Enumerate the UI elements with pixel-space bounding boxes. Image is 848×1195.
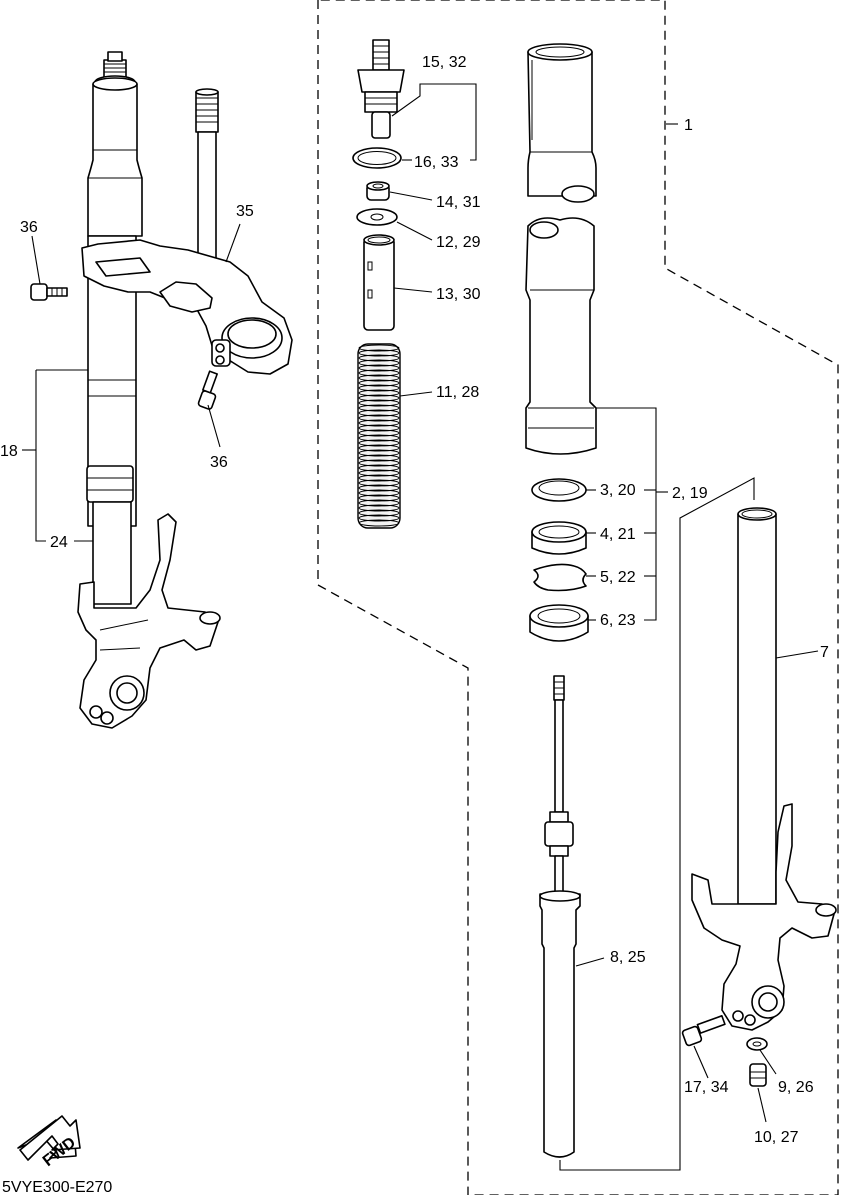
spring-coil <box>358 474 400 482</box>
spring-coil <box>358 464 400 472</box>
spring-coil <box>358 364 400 372</box>
callout-36-bottom: 36 <box>210 454 228 471</box>
callout-36-top: 36 <box>20 219 38 236</box>
spring-coil <box>358 519 400 527</box>
spring-coil <box>358 399 400 407</box>
spring-coil <box>358 454 400 462</box>
callout-8-25: 8, 25 <box>610 949 646 966</box>
callout-2-19: 2, 19 <box>672 485 708 502</box>
bolt-10-27 <box>749 1063 767 1087</box>
callout-10-27: 10, 27 <box>754 1129 799 1146</box>
spring-coil <box>358 374 400 382</box>
spring-coil <box>358 369 400 377</box>
bolt-36-lower <box>197 370 218 410</box>
spring-coil <box>358 404 400 412</box>
spring-coil <box>358 499 400 507</box>
spring-coil <box>358 459 400 467</box>
spring-coil <box>358 489 400 497</box>
callout-15-32: 15, 32 <box>422 54 467 71</box>
outer-tube-1 <box>525 43 597 455</box>
bolt-36-upper <box>30 283 68 301</box>
spring-coil <box>358 394 400 402</box>
assembled-fork-leg <box>77 51 221 729</box>
spring-coil <box>358 419 400 427</box>
callout-3-20: 3, 20 <box>600 482 636 499</box>
spring-coil <box>358 434 400 442</box>
callout-7: 7 <box>820 644 829 661</box>
bushing-6-23 <box>529 604 589 642</box>
spring-coil <box>358 389 400 397</box>
spring-coil <box>358 424 400 432</box>
callout-24: 24 <box>50 534 68 551</box>
spring-coil <box>358 509 400 517</box>
spring-coil <box>358 449 400 457</box>
spring-coil <box>358 429 400 437</box>
damper-rod-8-25 <box>539 675 581 1158</box>
spring-coil <box>358 384 400 392</box>
callout-14-31: 14, 31 <box>436 194 481 211</box>
spacer-13-30 <box>363 234 395 331</box>
callout-4-21: 4, 21 <box>600 526 636 543</box>
under-bracket <box>81 239 293 375</box>
cap-bolt-15-32 <box>357 39 405 139</box>
nut-14-31 <box>366 181 390 201</box>
fwd-arrow-icon <box>17 1115 81 1161</box>
diagram-code: 5VYE300-E270 <box>2 1179 112 1195</box>
callout-9-26: 9, 26 <box>778 1079 814 1096</box>
spring-coil <box>358 414 400 422</box>
steering-stem <box>190 88 224 270</box>
spring-coil <box>358 344 400 352</box>
spring-coil <box>358 469 400 477</box>
callout-1: 1 <box>684 117 693 134</box>
clip-5-22 <box>533 563 587 592</box>
callout-13-30: 13, 30 <box>436 286 481 303</box>
spring-coil <box>358 504 400 512</box>
fork-spring-11-28 <box>357 343 401 529</box>
callout-12-29: 12, 29 <box>436 234 481 251</box>
spring-coil <box>358 379 400 387</box>
spring-coil <box>358 439 400 447</box>
callout-18: 18 <box>0 443 18 460</box>
o-ring-16-33 <box>352 147 402 169</box>
washer-9-26 <box>746 1037 768 1051</box>
spring-coil <box>358 514 400 522</box>
inner-tube-7 <box>691 507 837 1031</box>
callout-16-33: 16, 33 <box>414 154 459 171</box>
spring-coil <box>358 484 400 492</box>
callout-17-34: 17, 34 <box>684 1079 729 1096</box>
washer-12-29 <box>356 208 398 226</box>
callout-11-28: 11, 28 <box>436 384 479 401</box>
spring-coil <box>358 409 400 417</box>
spring-coil <box>358 479 400 487</box>
spring-coil <box>358 349 400 357</box>
spring-coil <box>358 444 400 452</box>
callout-35: 35 <box>236 203 254 220</box>
callout-6-23: 6, 23 <box>600 612 636 629</box>
callout-5-22: 5, 22 <box>600 569 636 586</box>
spring-coil <box>358 359 400 367</box>
spring-coil <box>358 494 400 502</box>
bolt-17-34 <box>681 1014 726 1047</box>
spring-coil <box>358 354 400 362</box>
oil-seal-4-21 <box>531 521 587 555</box>
dust-seal-3-20 <box>531 478 587 502</box>
